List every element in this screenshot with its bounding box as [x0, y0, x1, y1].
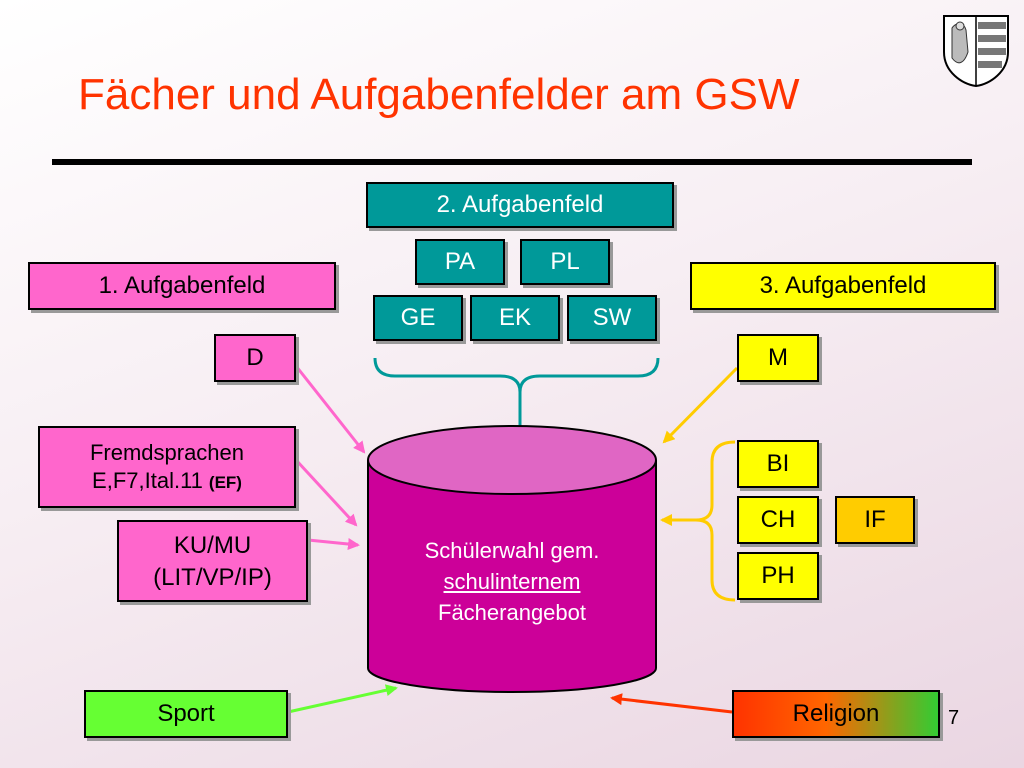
subject-if: IF [835, 496, 915, 544]
page-title: Fächer und Aufgabenfelder am GSW [78, 70, 800, 119]
fremdsprachen-line2-row: E,F7,Ital.11 (EF) [92, 467, 242, 497]
selection-cylinder [367, 425, 657, 693]
subject-sport: Sport [84, 690, 288, 738]
subject-fremdsprachen: Fremdsprachen E,F7,Ital.11 (EF) [38, 426, 296, 508]
subject-religion: Religion [732, 690, 940, 738]
subject-ge: GE [373, 295, 463, 341]
field2-header: 2. Aufgabenfeld [366, 182, 674, 228]
subject-bi: BI [737, 440, 819, 488]
subject-sw: SW [567, 295, 657, 341]
cylinder-line2: schulinternem [443, 569, 581, 594]
fremdsprachen-line1: Fremdsprachen [89, 440, 245, 465]
kumu-line1: KU/MU [173, 532, 252, 559]
cylinder-label: Schülerwahl gem. schulinternem Fächerang… [368, 535, 656, 628]
subject-kumu: KU/MU (LIT/VP/IP) [117, 520, 308, 602]
subject-pl: PL [520, 239, 610, 285]
field1-header: 1. Aufgabenfeld [28, 262, 336, 310]
field2-brace [373, 357, 660, 393]
kumu-arrow [307, 538, 360, 550]
subject-ph: PH [737, 552, 819, 600]
page-number: 7 [948, 707, 960, 729]
school-crest-icon [943, 15, 1009, 88]
religion-arrow [610, 693, 733, 714]
m-arrow [662, 366, 739, 444]
subject-ek: EK [470, 295, 560, 341]
subject-ch: CH [737, 496, 819, 544]
cylinder-line1: Schülerwahl gem. [424, 538, 600, 563]
sciences-brace [695, 440, 736, 602]
subject-m: M [737, 334, 819, 382]
fremdsprachen-ef: (EF) [208, 473, 242, 492]
d-arrow [294, 365, 366, 454]
subject-pa: PA [415, 239, 505, 285]
field3-header: 3. Aufgabenfeld [690, 262, 996, 310]
kumu-line2: (LIT/VP/IP) [153, 564, 272, 591]
subject-d: D [214, 334, 296, 382]
fremdsprachen-arrow [294, 458, 358, 527]
title-underline [52, 159, 972, 165]
fremdsprachen-line2: E,F7,Ital.11 [92, 468, 203, 493]
sport-arrow [287, 684, 398, 714]
cylinder-line3: Fächerangebot [438, 600, 586, 625]
